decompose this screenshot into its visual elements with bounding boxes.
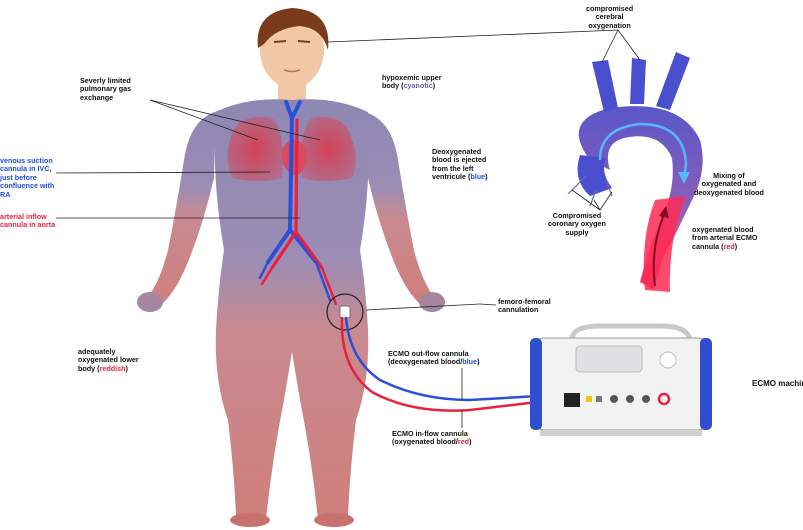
label-cerebral-oxygenation: compromised cerebral oxygenation [586, 5, 633, 30]
label-outflow-cannula: ECMO out-flow cannula (deoxygenated bloo… [388, 350, 479, 367]
left-arm [146, 112, 215, 306]
machine-dial-3 [642, 395, 650, 403]
label-venous-suction: venous suction cannula in IVC, just befo… [0, 157, 54, 199]
machine-slot [564, 393, 580, 407]
label-femoro-femoral: femoro-femoral cannulation [498, 298, 551, 315]
label-lower-body: adequately oxygenated lower body (reddis… [78, 348, 139, 373]
machine-screen [576, 346, 642, 372]
reddish-highlight: reddish [100, 364, 126, 373]
arch-branch-2 [630, 58, 646, 104]
arch-branch-1 [592, 60, 618, 112]
machine-knob [660, 352, 676, 368]
text-segment: body ( [382, 81, 404, 90]
label-ecmo-machine: ECMO machin [752, 380, 803, 388]
blue-highlight: blue [462, 357, 477, 366]
label-line: cannula in aorta [0, 221, 55, 229]
label-line: (deoxygenated blood/blue) [388, 358, 479, 366]
left-hand [137, 292, 163, 312]
text-segment: ) [469, 437, 471, 446]
text-segment: ventricule ( [432, 172, 470, 181]
right-foot [314, 513, 354, 527]
cyanotic-highlight: cyanotic [404, 81, 433, 90]
label-pulmonary: Severly limited pulmonary gas exchange [80, 77, 131, 102]
label-line: deoxygenated blood [694, 189, 764, 197]
label-hypoxemic: hypoxemic upper body (cyanotic) [382, 74, 442, 91]
label-line: exchange [80, 94, 131, 102]
arch-branch-3 [656, 52, 690, 110]
label-line: body (reddish) [78, 365, 139, 373]
label-line: ventricule (blue) [432, 173, 488, 181]
red-highlight: red [724, 242, 735, 251]
blue-highlight: blue [470, 172, 485, 181]
label-line: supply [548, 229, 606, 237]
label-line: body (cyanotic) [382, 82, 442, 90]
text-segment: ) [433, 81, 435, 90]
machine-indicator-2 [596, 396, 602, 402]
label-line: RA [0, 191, 54, 199]
aorta-inset [568, 52, 703, 292]
label-oxy-arterial: oxygenated blood from arterial ECMO cann… [692, 226, 758, 251]
text-segment: ) [735, 242, 737, 251]
text-segment: body ( [78, 364, 100, 373]
right-arm [365, 112, 436, 306]
text-segment: cannula ( [692, 242, 724, 251]
label-line: (oxygenated blood/red) [392, 438, 471, 446]
machine-indicator-yellow [586, 396, 592, 402]
red-highlight: red [458, 437, 469, 446]
cannula-clip [340, 306, 350, 318]
machine-right-bumper [700, 338, 712, 430]
label-mixing: Mixing of oxygenated and deoxygenated bl… [694, 172, 764, 197]
label-deoxy-ejected: Deoxygenated blood is ejected from the l… [432, 148, 488, 182]
label-line: oxygenation [586, 22, 633, 30]
text-segment: ) [126, 364, 128, 373]
text-segment: (deoxygenated blood/ [388, 357, 462, 366]
label-inflow-cannula: ECMO in-flow cannula (oxygenated blood/r… [392, 430, 471, 447]
machine-base [540, 430, 702, 436]
ecmo-machine [530, 326, 712, 436]
right-hand [419, 292, 445, 312]
label-line: cannulation [498, 306, 551, 314]
text-segment: ) [477, 357, 479, 366]
left-foot [230, 513, 270, 527]
text-segment: ) [485, 172, 487, 181]
machine-left-bumper [530, 338, 542, 430]
text-segment: (oxygenated blood/ [392, 437, 458, 446]
label-arterial-inflow: arterial inflow cannula in aorta [0, 213, 55, 230]
machine-dial-1 [610, 395, 618, 403]
machine-dial-2 [626, 395, 634, 403]
label-coronary: Compromised coronary oxygen supply [548, 212, 606, 237]
label-line: cannula (red) [692, 243, 758, 251]
